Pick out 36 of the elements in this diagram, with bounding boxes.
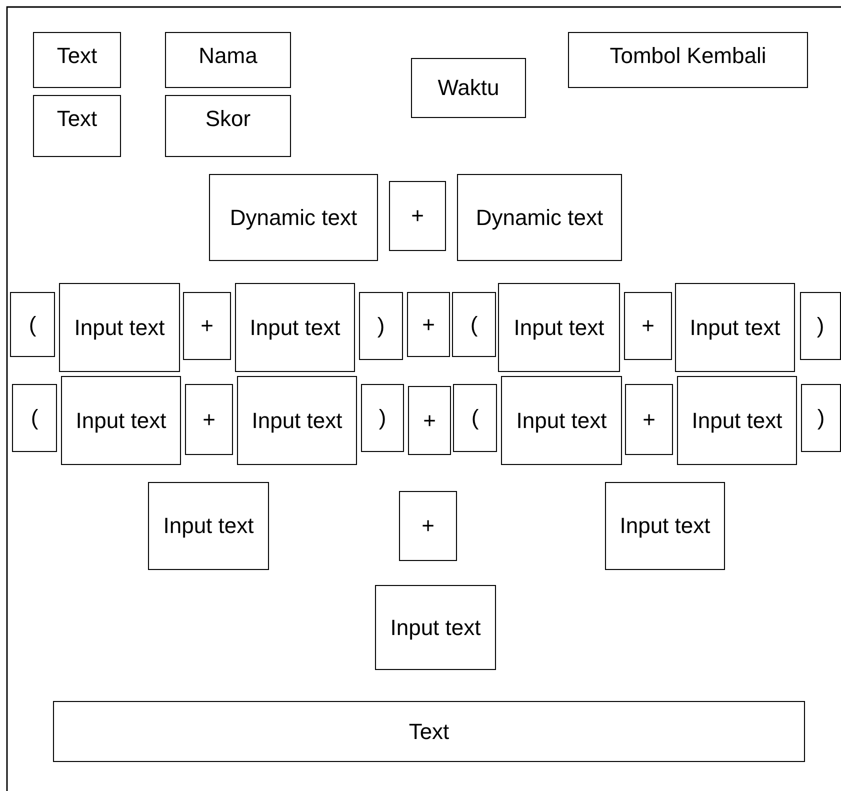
back-button: Tombol Kembali (568, 32, 808, 88)
bracket-box: ( (10, 292, 55, 357)
input-field: Input text (677, 376, 797, 465)
dynamic-text-box: Dynamic text (457, 174, 622, 261)
input-field: Input text (375, 585, 496, 670)
operator-box: + (389, 181, 446, 251)
bracket-box: ) (359, 292, 403, 360)
bracket-box: ( (453, 384, 497, 452)
input-field: Input text (235, 283, 355, 372)
bracket-box: ( (452, 292, 496, 357)
input-field: Input text (605, 482, 725, 570)
input-field: Input text (61, 376, 181, 465)
input-field: Input text (675, 283, 795, 372)
bracket-box: ) (801, 384, 841, 452)
score-box: Skor (165, 95, 291, 157)
input-field: Input text (237, 376, 357, 465)
operator-box: + (408, 386, 451, 455)
text-bar: Text (53, 701, 805, 762)
label-box: Text (33, 32, 121, 88)
operator-box: + (407, 292, 450, 357)
bracket-box: ) (800, 292, 841, 360)
operator-box: + (399, 491, 457, 561)
operator-box: + (185, 384, 233, 455)
operator-box: + (624, 292, 672, 360)
label-box: Nama (165, 32, 291, 88)
operator-box: + (625, 384, 673, 455)
bracket-box: ) (361, 384, 404, 452)
input-field: Input text (498, 283, 620, 372)
input-field: Input text (148, 482, 269, 570)
input-field: Input text (501, 376, 622, 465)
label-box: Text (33, 95, 121, 157)
bracket-box: ( (12, 384, 57, 452)
dynamic-text-box: Dynamic text (209, 174, 378, 261)
input-field: Input text (59, 283, 180, 372)
operator-box: + (183, 292, 231, 360)
timer-box: Waktu (411, 58, 526, 118)
